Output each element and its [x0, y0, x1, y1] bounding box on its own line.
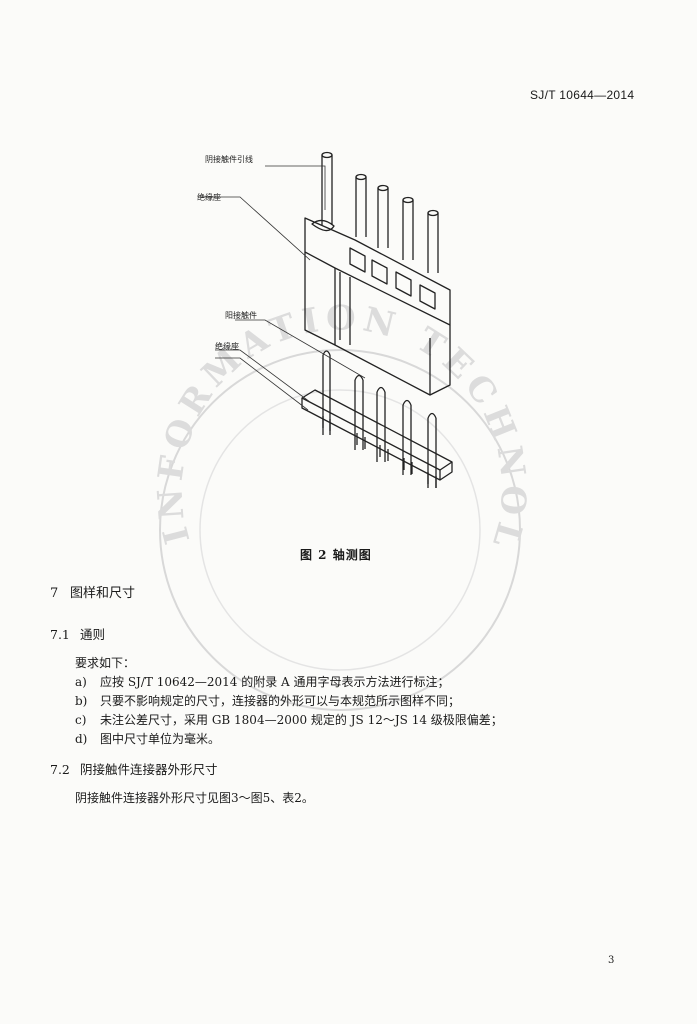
subsection-number: 7.1	[50, 627, 70, 642]
document-code: SJ/T 10644—2014	[530, 88, 635, 102]
figure-caption: 图 2 轴测图	[300, 548, 372, 562]
watermark-seal: INFORMATION TECHNOLOGY	[130, 300, 528, 711]
list-item: a) 应按 SJ/T 10642—2014 的附录 A 通用字母表示方法进行标注；	[75, 673, 450, 690]
list-text: 图中尺寸单位为毫米。	[100, 732, 221, 746]
male-contacts	[322, 350, 437, 488]
list-text: 未注公差尺寸，采用 GB 1804—2000 规定的 JS 12～JS 14 级…	[100, 713, 503, 727]
list-item: b) 只要不影响规定的尺寸，连接器的外形可以与本规范所示图样不同；	[75, 692, 460, 709]
section-7-heading: 7 图样和尺寸	[50, 582, 135, 601]
subsection-title: 阴接触件连接器外形尺寸	[80, 762, 218, 777]
section-7-2-text: 阴接触件连接器外形尺寸见图3～图5、表2。	[75, 791, 314, 805]
female-insulator-housing	[304, 217, 451, 396]
page-number: 3	[608, 955, 615, 966]
female-contact-leads	[321, 151, 439, 273]
list-marker: d)	[75, 732, 88, 746]
label-insulator-lower: 绝缘座	[215, 342, 239, 351]
subsection-title: 通则	[80, 627, 106, 642]
section-number: 7	[50, 586, 59, 601]
label-female-contact-lead: 阴接触件引线	[205, 155, 253, 164]
list-marker: a)	[75, 675, 87, 689]
list-text: 只要不影响规定的尺寸，连接器的外形可以与本规范所示图样不同；	[100, 694, 461, 708]
list-marker: c)	[75, 713, 87, 727]
isometric-drawing	[200, 151, 453, 488]
male-insulator-base	[301, 389, 453, 488]
list-marker: b)	[75, 694, 88, 708]
section-7-1-heading: 7.1 通则	[50, 624, 105, 643]
label-male-contact: 阳接触件	[225, 311, 257, 320]
subsection-number: 7.2	[50, 762, 70, 777]
list-item: d) 图中尺寸单位为毫米。	[75, 730, 220, 747]
section-7-2-heading: 7.2 阴接触件连接器外形尺寸	[50, 759, 218, 778]
label-insulator-upper: 绝缘座	[197, 193, 221, 202]
list-item: c) 未注公差尺寸，采用 GB 1804—2000 规定的 JS 12～JS 14…	[75, 711, 503, 728]
section-title: 图样和尺寸	[70, 586, 136, 601]
list-text: 应按 SJ/T 10642—2014 的附录 A 通用字母表示方法进行标注；	[100, 675, 450, 689]
requirements-intro: 要求如下：	[75, 656, 136, 670]
